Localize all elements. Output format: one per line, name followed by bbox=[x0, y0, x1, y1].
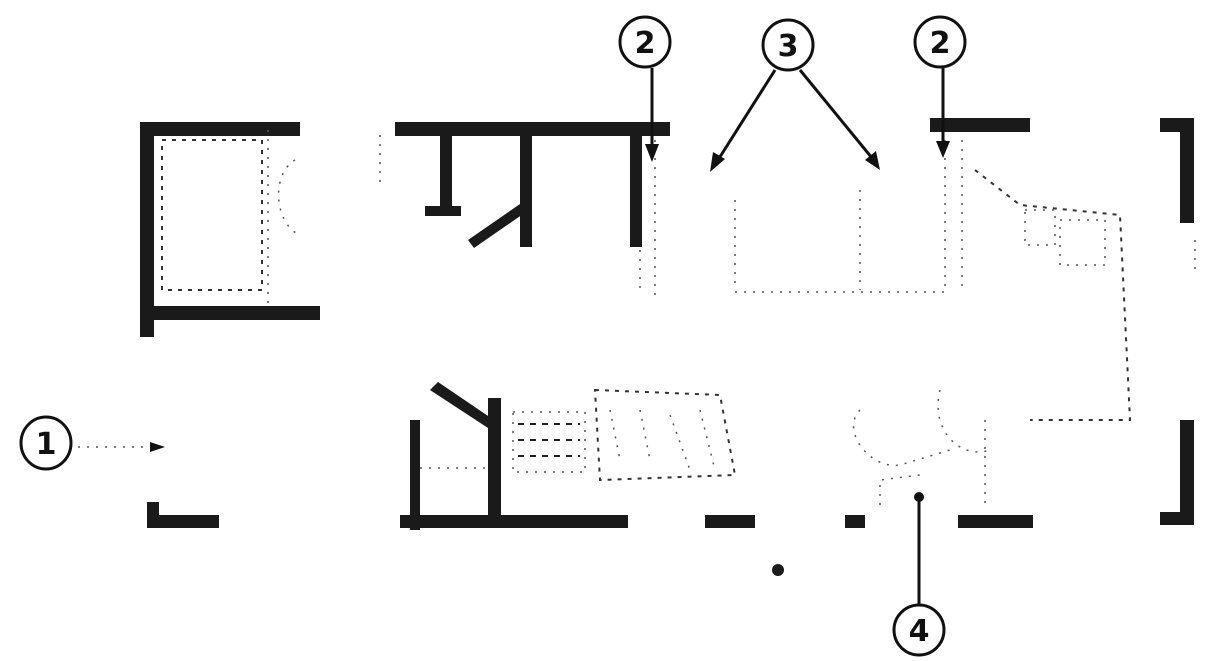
wall-partition-3 bbox=[630, 122, 642, 247]
callout-3: 3 bbox=[710, 18, 880, 172]
bed-outline bbox=[161, 139, 263, 291]
right-room-cabinet-2 bbox=[1059, 219, 1106, 266]
wall-bottom-segment-3 bbox=[845, 515, 865, 528]
callout-3-arrowhead-right bbox=[865, 151, 880, 170]
wall-right-top-vertical bbox=[1180, 118, 1194, 223]
callout-2-left-label: 2 bbox=[635, 26, 656, 61]
wall-right-bottom-horizontal bbox=[1160, 512, 1194, 525]
callout-3-leader-right bbox=[798, 69, 874, 159]
callout-2-left-arrowhead bbox=[645, 144, 659, 162]
wall-lower-partition bbox=[488, 398, 501, 526]
wall-bottom-segment-2 bbox=[705, 515, 755, 528]
right-room-cabinet-1 bbox=[1024, 209, 1056, 246]
fixtures bbox=[161, 130, 1196, 510]
callout-3-label: 3 bbox=[778, 29, 799, 64]
callout-3-leader-left bbox=[716, 69, 777, 161]
callout-4-label: 4 bbox=[909, 614, 930, 649]
right-room-counter bbox=[974, 169, 1132, 421]
callout-4: 4 bbox=[892, 492, 946, 657]
callout-3-arrowhead-left bbox=[710, 152, 725, 172]
bed-pillow bbox=[277, 159, 301, 236]
wall-left-bottom bbox=[140, 306, 320, 320]
callout-1: 1 bbox=[19, 415, 165, 471]
callout-1-arrowhead bbox=[150, 442, 165, 452]
callout-2-right: 2 bbox=[913, 15, 967, 158]
counter-squiggle bbox=[593, 388, 737, 482]
callout-1-label: 1 bbox=[36, 427, 57, 462]
wall-top-segment-1 bbox=[395, 122, 670, 136]
callout-4-leader-dot bbox=[914, 492, 924, 502]
callout-3-circle bbox=[761, 18, 815, 72]
wall-lower-left-vertical bbox=[410, 420, 420, 530]
stove-grid bbox=[512, 411, 586, 473]
walls bbox=[140, 118, 1194, 576]
counter-detail bbox=[609, 409, 716, 471]
wall-left-top bbox=[140, 122, 300, 136]
callout-2-left-circle bbox=[618, 15, 672, 69]
entry-door-swing bbox=[879, 474, 921, 505]
wall-top-segment-2 bbox=[930, 118, 1030, 132]
wall-partition-1-foot bbox=[425, 206, 461, 216]
callout-2-right-circle bbox=[913, 15, 967, 69]
callout-4-circle bbox=[892, 603, 946, 657]
wall-bottom-left-post bbox=[147, 502, 159, 522]
wall-bottom-segment-1 bbox=[400, 515, 628, 528]
wall-left-vertical bbox=[140, 122, 154, 337]
callout-1-circle bbox=[19, 415, 73, 471]
callout-2-right-arrowhead bbox=[936, 141, 950, 158]
wall-bottom-segment-4 bbox=[958, 515, 1033, 528]
wall-right-bottom-vertical bbox=[1180, 420, 1194, 525]
callout-2-right-label: 2 bbox=[930, 26, 951, 61]
fixture-curve bbox=[852, 409, 951, 467]
wall-partition-2 bbox=[520, 122, 532, 247]
door-leaf-diagonal-top bbox=[468, 204, 526, 248]
callout-2-left: 2 bbox=[618, 15, 672, 162]
fixture-curve-2 bbox=[937, 389, 991, 453]
wall-partition-1 bbox=[440, 122, 452, 214]
wall-bottom-left-stub bbox=[147, 515, 219, 528]
door-leaf-diagonal-bottom bbox=[430, 382, 494, 428]
wall-right-top-horizontal bbox=[1160, 118, 1194, 132]
dot-mark bbox=[772, 564, 784, 576]
